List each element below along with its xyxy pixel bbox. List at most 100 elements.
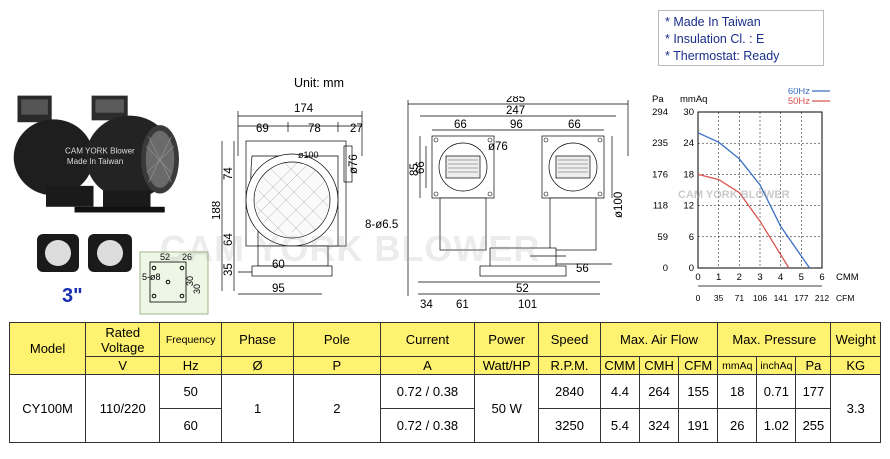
front-dim-phi76: ø76 (488, 141, 508, 153)
notes-box: * Made In Taiwan * Insulation Cl. : E * … (658, 10, 824, 66)
side-holes-label: 8-ø6.5 (365, 219, 399, 231)
photo-brand: CAM YORK Blower (65, 147, 135, 156)
side-dim-188: 188 (212, 201, 223, 220)
front-dim-96: 96 (510, 119, 523, 131)
cell-freq-0: 50 (159, 374, 223, 409)
header-air-flow: Max. Air Flow (599, 322, 719, 357)
photo-origin: Made In Taiwan (67, 157, 123, 166)
front-dim-247: 247 (506, 105, 525, 117)
unit-cmm: CMM (599, 356, 641, 375)
x-tick-cmm: 4 (778, 272, 783, 283)
front-dim-52: 52 (516, 283, 529, 295)
y-tick-pa: 59 (657, 232, 668, 243)
y-tick-pa: 294 (652, 107, 668, 118)
front-dim-61: 61 (456, 299, 469, 311)
unit-mmaq: mmAq (717, 356, 758, 375)
base-dim-52: 52 (160, 252, 170, 262)
cell-cfm-0: 155 (678, 374, 719, 409)
cell-model: CY100M (8, 374, 87, 443)
side-dim-27: 27 (350, 123, 363, 135)
header-phase: Phase (221, 322, 295, 357)
side-dim-95: 95 (272, 283, 285, 295)
x-unit-cmm: CMM (836, 272, 859, 283)
front-dim-66b: 66 (568, 119, 581, 131)
unit-weight: KG (830, 356, 881, 375)
x-tick-cfm: 71 (735, 293, 745, 303)
cell-cmm-1: 5.4 (599, 408, 641, 443)
front-view-drawing: 285 247 66 96 66 85 66 ø76 ø100 56 52 34… (407, 96, 629, 311)
unit-cmh: CMH (638, 356, 680, 375)
y-tick-mmaq: 18 (683, 169, 694, 180)
y-unit-pa: Pa (652, 94, 664, 105)
note-made-in: * Made In Taiwan (665, 15, 761, 29)
unit-inchaq: inchAq (756, 356, 797, 375)
cell-speed-0: 2840 (538, 374, 601, 409)
side-dim-phi100: ø100 (298, 150, 319, 160)
unit-cfm: CFM (678, 356, 719, 375)
side-dim-phi76: ø76 (348, 154, 360, 174)
y-tick-mmaq: 6 (689, 232, 694, 243)
cell-pa-0: 177 (795, 374, 832, 409)
cell-voltage: 110/220 (85, 374, 161, 443)
note-thermostat: * Thermostat: Ready (665, 49, 780, 63)
cell-mmaq-1: 26 (717, 408, 758, 443)
cell-current-0: 0.72 / 0.38 (379, 374, 476, 409)
unit-pa: Pa (795, 356, 832, 375)
unit-power: Watt/HP (474, 356, 540, 375)
table-row: 60 0.72 / 0.38 3250 5.4 324 191 26 1.02 … (10, 408, 881, 443)
front-dim-85: 85 (409, 163, 421, 176)
chart-watermark: CAM YORK BLOWER (678, 189, 790, 201)
y-tick-mmaq: 24 (683, 138, 694, 149)
base-drawing: 52 26 5-ø8 30 30 (139, 251, 209, 315)
y-tick-mmaq: 12 (683, 201, 694, 212)
header-frequency: Frequency (159, 322, 223, 357)
table-row: CY100M 110/220 50 1 2 0.72 / 0.38 50 W 2… (8, 374, 881, 443)
unit-current: A (379, 356, 476, 375)
x-tick-cfm: 0 (696, 293, 701, 303)
x-tick-cmm: 2 (737, 272, 742, 283)
front-dim-56: 56 (576, 263, 589, 275)
front-dim-285: 285 (506, 96, 525, 105)
side-dim-69: 69 (256, 123, 269, 135)
unit-phase: Ø (221, 356, 295, 375)
x-tick-cmm: 5 (799, 272, 804, 283)
y-tick-pa: 176 (652, 169, 668, 180)
gasket-photo (37, 234, 132, 272)
x-tick-cmm: 0 (695, 272, 700, 283)
legend-label-50Hz: 50Hz (788, 96, 810, 107)
header-pole: Pole (293, 322, 381, 357)
cell-cmh-0: 264 (638, 374, 680, 409)
x-tick-cfm: 177 (794, 293, 808, 303)
performance-chart: 3029424235181761211865900001352713106414… (652, 88, 859, 303)
x-tick-cmm: 6 (819, 272, 824, 283)
cell-cmm-0: 4.4 (599, 374, 641, 409)
x-tick-cmm: 1 (716, 272, 721, 283)
watermark-text: CAM YORK BLOWER (160, 228, 541, 269)
x-tick-cfm: 212 (815, 293, 829, 303)
x-tick-cfm: 106 (753, 293, 767, 303)
cell-mmaq-0: 18 (717, 374, 758, 409)
cell-inchaq-0: 0.71 (756, 374, 797, 409)
y-tick-pa: 0 (663, 263, 668, 274)
x-unit-cfm: CFM (836, 293, 854, 303)
side-dim-174: 174 (294, 103, 314, 115)
y-tick-pa: 118 (653, 201, 668, 212)
front-dim-66a: 66 (454, 119, 467, 131)
series-line-50Hz (697, 173, 790, 269)
side-view-drawing: 174 69 78 27 ø100 74 188 64 35 ø76 60 95 (212, 103, 363, 295)
base-dim-26: 26 (182, 252, 192, 262)
y-tick-mmaq: 0 (689, 263, 694, 274)
base-holes: 5-ø8 (142, 272, 161, 282)
front-dim-101: 101 (518, 299, 537, 311)
cell-phase: 1 (221, 374, 295, 443)
legend-label-60Hz: 60Hz (788, 88, 810, 97)
y-unit-mmaq: mmAq (680, 94, 707, 105)
header-pressure: Max. Pressure (717, 322, 832, 357)
size-label: 3" (62, 285, 83, 307)
header-power: Power (474, 322, 540, 357)
unit-voltage: V (85, 356, 161, 375)
cell-cfm-1: 191 (678, 408, 719, 443)
cell-current-1: 0.72 / 0.38 (379, 408, 476, 443)
unit-freq: Hz (159, 356, 223, 375)
cell-pole: 2 (293, 374, 381, 443)
